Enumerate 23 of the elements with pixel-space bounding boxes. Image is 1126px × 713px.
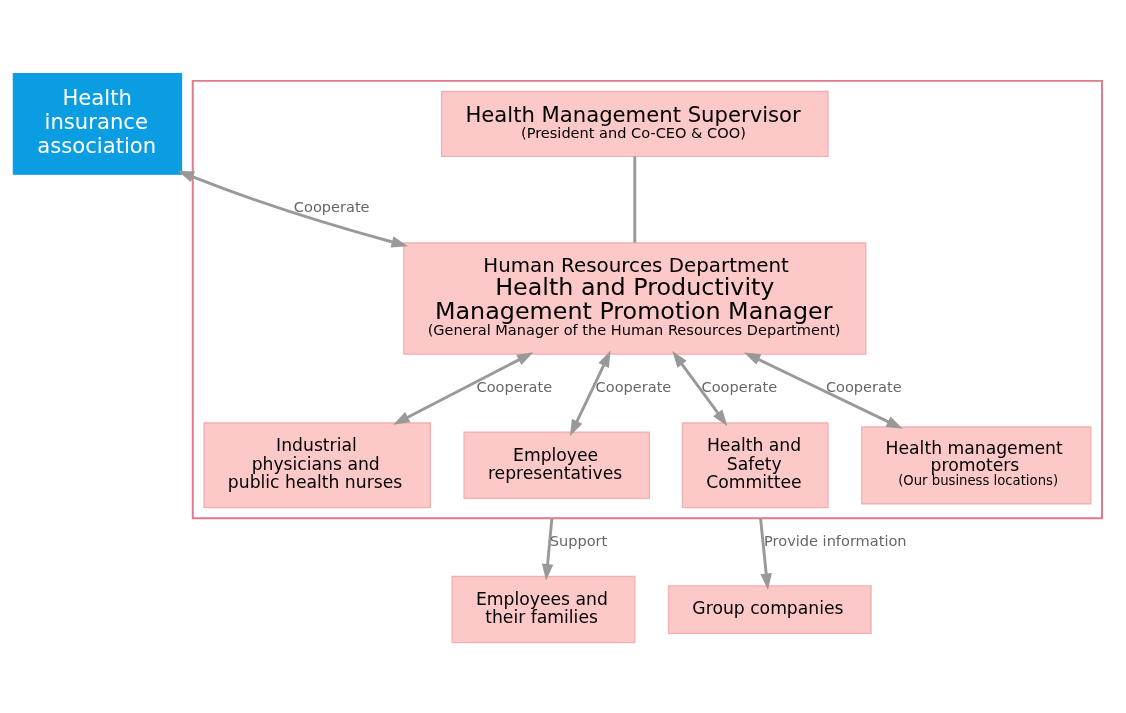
arrow — [759, 518, 772, 590]
edge-label: Cooperate — [293, 198, 370, 216]
node-box: Group companies — [667, 585, 872, 635]
node-box: Health and Safety Committee — [681, 422, 829, 509]
node-box: Health Management Supervisor (President and Co-CEO & COO) — [440, 90, 829, 157]
arrow — [177, 170, 408, 248]
edge-label: Cooperate — [595, 378, 672, 396]
node-box: Health insurance association — [12, 72, 183, 175]
arrow — [570, 350, 611, 437]
edge-label: Cooperate — [701, 378, 778, 396]
node-box: Health management promoters (Our business locations) — [861, 426, 1092, 505]
node-box: Industrial physicians and public health nurses — [203, 422, 431, 509]
edge-label: Cooperate — [825, 378, 902, 396]
edge-label: Provide information — [764, 531, 907, 549]
node-box: Employee representatives — [463, 431, 650, 500]
arrow — [541, 518, 554, 581]
node-box: Employees and their families — [451, 575, 636, 644]
node-box: Human Resources Department Health and Productivity Management Promotion Manager (General Manager of the Human Resources Department) — [403, 242, 867, 355]
arrow — [393, 352, 534, 425]
edge-label: Cooperate — [476, 378, 553, 396]
connector — [633, 156, 637, 243]
arrow — [672, 351, 728, 427]
arrow — [744, 352, 903, 429]
